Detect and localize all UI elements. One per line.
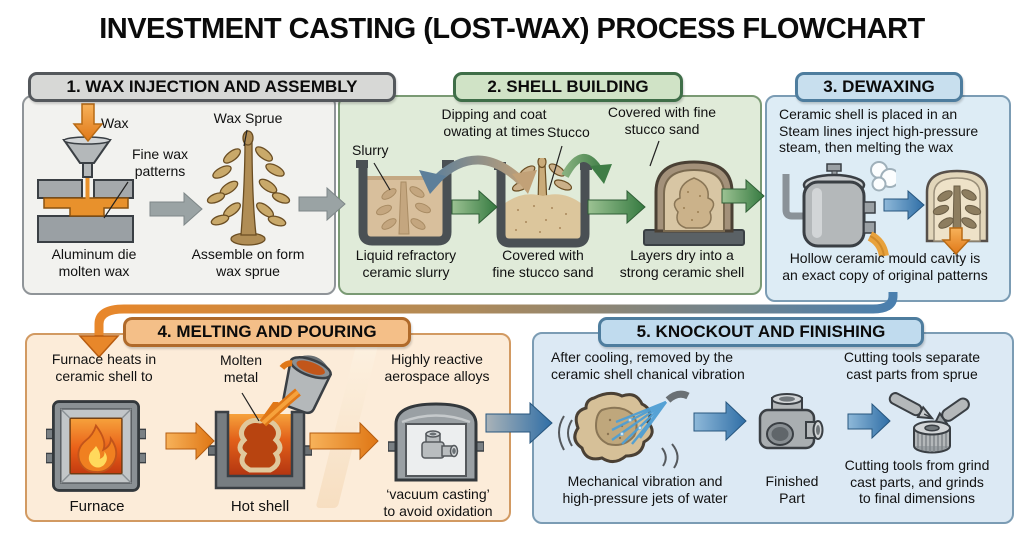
- finished-part-caption: Finished Part: [765, 473, 819, 506]
- steam-cloud-icon: [870, 161, 896, 192]
- wax-sprue-label: Wax Sprue: [213, 110, 283, 126]
- furnace-heats-label: Furnace heats in ceramic shell to: [51, 351, 157, 384]
- wax-cavity: [43, 197, 129, 217]
- header-knockout-finishing: 5. KNOCKOUT AND FINISHING: [598, 317, 924, 347]
- cutting-tools-illustration: [888, 392, 970, 454]
- header-wax-injection: 1. WAX INJECTION AND ASSEMBLY: [28, 72, 396, 102]
- header-melting-pouring: 4. MELTING AND POURING: [123, 317, 411, 347]
- finished-part-illustration: [758, 393, 824, 450]
- grinding-wheel-icon: [913, 420, 951, 454]
- slurry-label: Slurry: [352, 142, 389, 158]
- fine-wax-patterns-label: Fine wax patterns: [131, 146, 189, 179]
- furnace-caption: Furnace: [69, 498, 125, 515]
- ceramic-shell-illustration: [643, 160, 745, 246]
- autoclave-illustration: [782, 161, 896, 257]
- knockout-shell-illustration: [558, 390, 690, 469]
- water-spray-icon: [611, 400, 667, 445]
- cutting-separate-text: Cutting tools separate cast parts from s…: [843, 349, 981, 382]
- die-caption: Aluminum die molten wax: [51, 246, 137, 279]
- highly-reactive-label: Highly reactive aerospace alloys: [384, 351, 490, 384]
- dewaxing-bottom-text: Hollow ceramic mould cavity is an exact …: [782, 250, 988, 283]
- hot-shell-caption: Hot shell: [230, 498, 290, 515]
- after-cooling-text: After cooling, removed by the ceramic sh…: [551, 349, 745, 382]
- header-shell-building: 2. SHELL BUILDING: [453, 72, 683, 102]
- cutting-grind-caption: Cutting tools from grind cast parts, and…: [844, 457, 990, 507]
- molten-metal-label: Molten metal: [219, 352, 263, 385]
- pouring-bucket-illustration: [279, 355, 332, 415]
- vacuum-chamber-illustration: [388, 402, 484, 482]
- covered-fine-label: Covered with fine stucco sand: [607, 104, 717, 137]
- dry-shell-caption: Layers dry into a strong ceramic shell: [619, 247, 745, 280]
- vacuum-casting-caption: ‘vacuum casting’ to avoid oxidation: [383, 486, 493, 519]
- mechanical-caption: Mechanical vibration and high-pressure j…: [562, 473, 728, 506]
- page-title: INVESTMENT CASTING (LOST-WAX) PROCESS FL…: [99, 13, 925, 45]
- hollow-mould-illustration: [925, 169, 989, 243]
- assemble-caption: Assemble on form wax sprue: [191, 246, 305, 279]
- water-nozzle-icon: [665, 390, 690, 403]
- wax-label: Wax: [101, 115, 129, 131]
- stucco-caption: Covered with fine stucco sand: [492, 247, 594, 280]
- dipping-label: Dipping and coat owating at times: [441, 106, 547, 139]
- stucco-label: Stucco: [547, 124, 590, 140]
- wax-sprue-tree-illustration: [206, 130, 291, 246]
- cast-part-in-chamber: [421, 430, 459, 459]
- header-dewaxing: 3. DEWAXING: [795, 72, 963, 102]
- vibration-arcs-icon: [558, 415, 679, 469]
- slurry-caption: Liquid refractory ceramic slurry: [355, 247, 457, 280]
- slurry-tank-illustration: [356, 160, 454, 246]
- dewaxing-top-text: Ceramic shell is placed in an Steam line…: [779, 106, 979, 156]
- stucco-tank-illustration: [494, 158, 592, 248]
- furnace-illustration: [46, 400, 146, 492]
- chisel-tool-icon: [888, 392, 935, 420]
